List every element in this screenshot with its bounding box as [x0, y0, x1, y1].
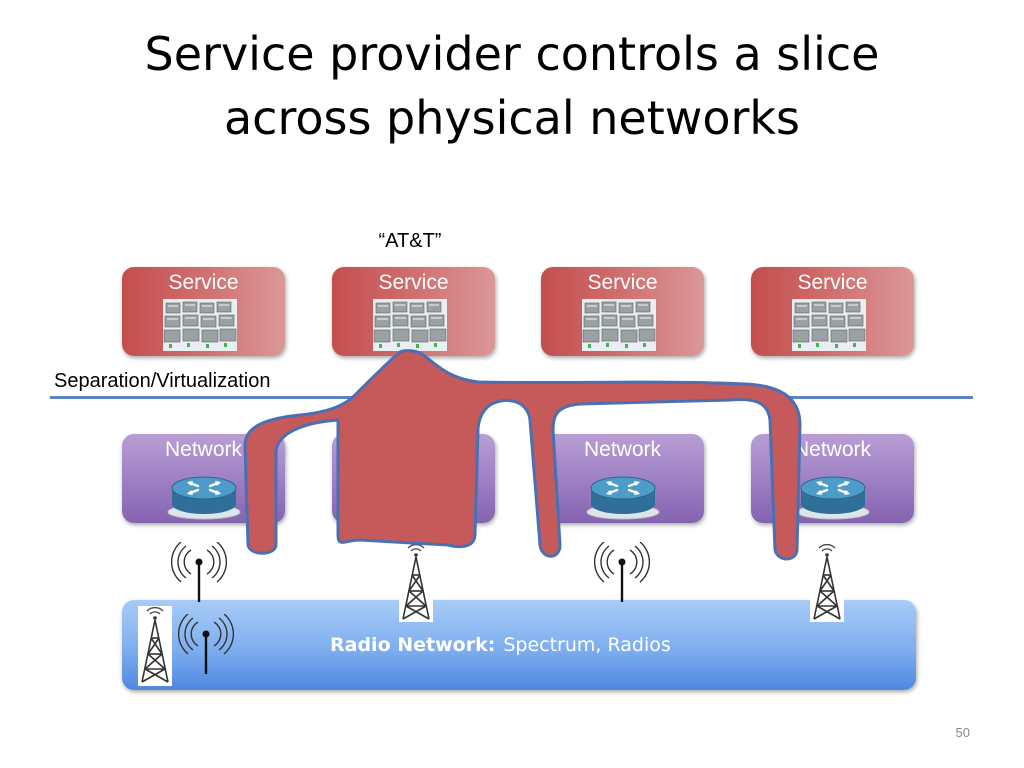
- network-label: Network: [164, 438, 243, 461]
- service-label: Service: [797, 271, 868, 294]
- radio-network-label: Radio Network: Spectrum, Radios: [330, 634, 671, 656]
- cell-tower-icon: [138, 606, 172, 686]
- cell-tower-icon: [399, 544, 433, 622]
- slide-title: Service provider controls a slice across…: [0, 22, 1024, 150]
- network-label: Network: [583, 438, 662, 461]
- network-box-1: Network: [122, 434, 285, 523]
- slide-title-line-1: Service provider controls a slice: [144, 27, 880, 81]
- server-rack-icon: [163, 299, 237, 351]
- radio-network-box: [122, 600, 916, 690]
- cell-tower-icon: [810, 544, 844, 622]
- wireless-antenna-icon: [171, 542, 227, 602]
- network-box-4: Network: [751, 434, 914, 523]
- wireless-antenna-icon: [178, 614, 234, 674]
- service-label: Service: [587, 271, 658, 294]
- network-label: Network: [793, 438, 872, 461]
- service-label: Service: [168, 271, 239, 294]
- server-rack-icon: [373, 299, 447, 351]
- server-rack-icon: [792, 299, 866, 351]
- network-box-3: Network: [541, 434, 704, 523]
- service-label: Service: [378, 271, 449, 294]
- router-icon: [166, 470, 242, 520]
- provider-label: “AT&T”: [378, 230, 442, 252]
- network-label: Network: [374, 438, 453, 461]
- router-icon: [585, 470, 661, 520]
- radio-network-detail: Spectrum, Radios: [503, 634, 671, 656]
- provider-slice-shape: [243, 349, 802, 561]
- network-box-2: Network: [332, 434, 495, 523]
- slide-title-line-2: across physical networks: [223, 91, 801, 145]
- service-box-2: Service: [332, 267, 495, 356]
- router-icon: [795, 470, 871, 520]
- separation-label: Separation/Virtualization: [54, 370, 271, 392]
- service-box-4: Service: [751, 267, 914, 356]
- page-number: 50: [955, 725, 970, 740]
- service-box-3: Service: [541, 267, 704, 356]
- server-rack-icon: [582, 299, 656, 351]
- wireless-antenna-icon: [594, 542, 650, 602]
- radio-network-title: Radio Network:: [330, 634, 496, 656]
- router-icon: [376, 470, 452, 520]
- service-box-1: Service: [122, 267, 285, 356]
- separation-line: [50, 396, 973, 399]
